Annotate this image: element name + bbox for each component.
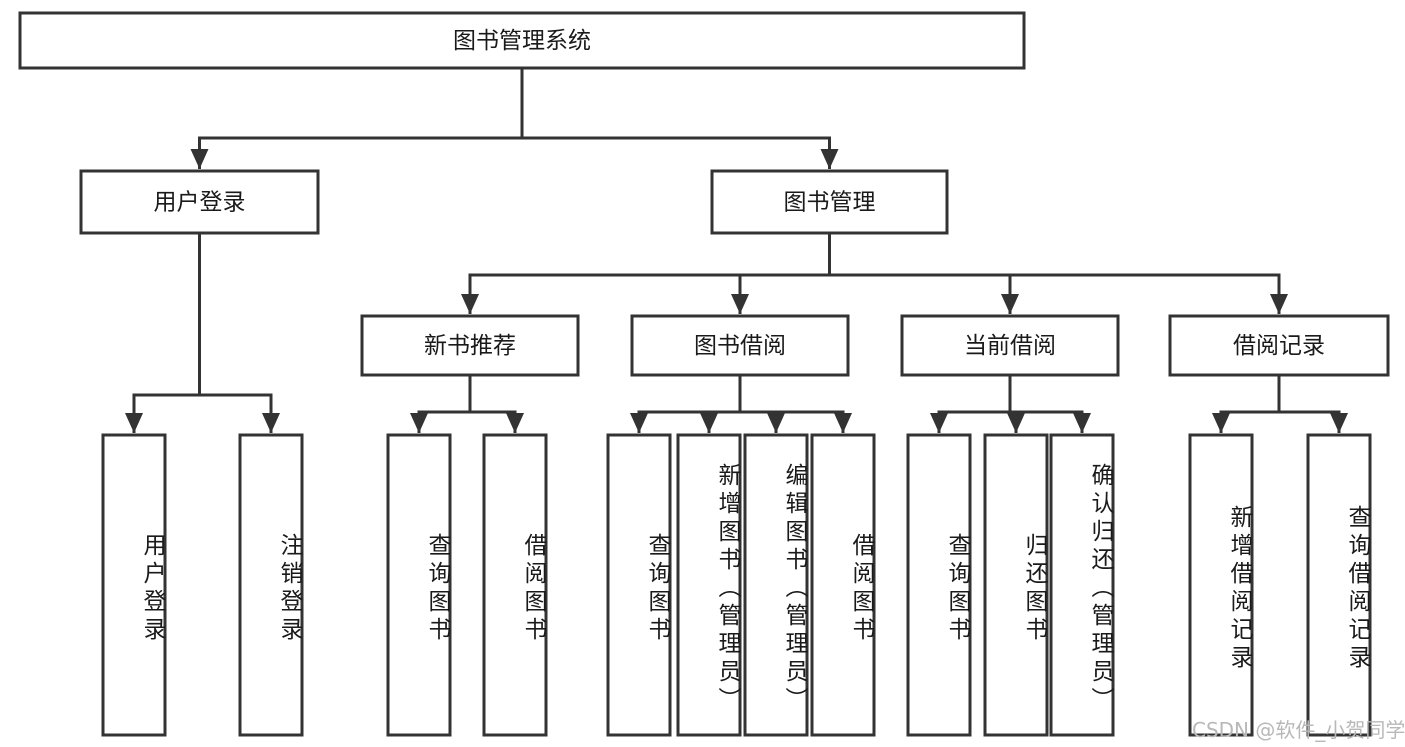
node-leaf-add-book[interactable] <box>676 433 742 737</box>
node-box-leaf-query-book-1 <box>386 433 452 737</box>
node-root[interactable] <box>18 11 1026 70</box>
node-leaf-confirm-return[interactable] <box>1049 433 1115 737</box>
node-label-user-login: 用户登录 <box>154 190 246 216</box>
arrow-head-icon <box>506 413 524 433</box>
boxes-layer <box>18 11 1390 737</box>
edge-current-borrow-to-leaf-query-book-3 <box>937 410 1010 433</box>
node-box-borrow-record <box>1168 314 1390 377</box>
edge-user-login-to-leaf-user-logout <box>199 393 273 433</box>
node-box-leaf-query-record <box>1306 433 1372 737</box>
edge-user-login-to-leaf-user-login <box>132 393 200 433</box>
arrow-head-icon <box>461 294 479 314</box>
watermark-text: CSDN @软件_小贺同学 <box>1192 718 1405 742</box>
node-leaf-query-book-1[interactable] <box>386 433 452 737</box>
node-box-new-book-rec <box>360 314 580 377</box>
node-label-book-manage: 图书管理 <box>784 190 876 216</box>
node-new-book-rec[interactable] <box>360 314 580 377</box>
node-box-leaf-confirm-return <box>1049 433 1115 737</box>
node-label-book-borrow: 图书借阅 <box>694 333 786 359</box>
node-book-manage[interactable] <box>710 169 949 235</box>
node-box-leaf-user-logout <box>238 433 304 737</box>
node-leaf-query-record[interactable] <box>1306 433 1372 737</box>
arrow-head-icon <box>262 413 280 433</box>
node-leaf-return-book[interactable] <box>983 433 1049 737</box>
node-leaf-user-login[interactable] <box>101 433 167 737</box>
arrow-head-icon <box>731 294 749 314</box>
edge-root-to-book-manage <box>522 136 831 169</box>
node-box-leaf-user-login <box>101 433 167 737</box>
edges-layer <box>125 68 1348 433</box>
edge-bookmanage-to-new-book-rec <box>468 273 830 314</box>
node-label-root: 图书管理系统 <box>453 28 591 54</box>
node-user-login[interactable] <box>79 169 320 235</box>
node-leaf-edit-book[interactable] <box>743 433 809 737</box>
arrow-head-icon <box>820 149 839 169</box>
node-box-current-borrow <box>900 314 1120 377</box>
arrow-head-icon <box>700 413 718 433</box>
node-box-leaf-add-record <box>1188 433 1254 737</box>
node-box-root <box>18 11 1026 70</box>
node-box-user-login <box>79 169 320 235</box>
arrow-head-icon <box>125 413 143 433</box>
arrow-head-icon <box>1270 294 1288 314</box>
node-label-new-book-rec: 新书推荐 <box>424 333 516 359</box>
arrow-head-icon <box>1001 294 1019 314</box>
arrow-head-icon <box>1330 413 1348 433</box>
node-box-book-borrow <box>630 314 850 377</box>
node-label-current-borrow: 当前借阅 <box>964 333 1056 359</box>
arrow-head-icon <box>1007 413 1025 433</box>
node-current-borrow[interactable] <box>900 314 1120 377</box>
arrow-head-icon <box>410 413 428 433</box>
node-book-borrow[interactable] <box>630 314 850 377</box>
node-box-book-manage <box>710 169 949 235</box>
edge-book-borrow-to-leaf-borrow-book-2 <box>740 410 845 433</box>
node-leaf-borrow-book-1[interactable] <box>482 433 548 737</box>
arrow-head-icon <box>930 413 948 433</box>
node-box-leaf-query-book-2 <box>606 433 672 737</box>
node-leaf-query-book-2[interactable] <box>606 433 672 737</box>
node-label-borrow-record: 借阅记录 <box>1233 333 1325 359</box>
node-box-leaf-return-book <box>983 433 1049 737</box>
arrow-head-icon <box>190 149 209 169</box>
node-leaf-add-record[interactable] <box>1188 433 1254 737</box>
edge-book-borrow-to-leaf-query-book-2 <box>637 410 740 433</box>
edge-bookmanage-to-current-borrow <box>829 273 1012 314</box>
node-box-leaf-edit-book <box>743 433 809 737</box>
node-leaf-borrow-book-2[interactable] <box>810 433 876 737</box>
node-box-leaf-add-book <box>676 433 742 737</box>
edge-root-to-user-login <box>198 136 522 169</box>
node-leaf-user-logout[interactable] <box>238 433 304 737</box>
edge-borrow-record-to-leaf-add-record <box>1219 410 1279 433</box>
arrow-head-icon <box>1073 413 1091 433</box>
arrow-head-icon <box>630 413 648 433</box>
edge-borrow-record-to-leaf-query-record <box>1279 410 1341 433</box>
arrow-head-icon <box>1212 413 1230 433</box>
edge-bookmanage-to-book-borrow <box>738 273 830 314</box>
node-box-leaf-query-book-3 <box>906 433 972 737</box>
arrow-head-icon <box>767 413 785 433</box>
edge-bookmanage-to-borrow-record <box>829 273 1281 314</box>
node-box-leaf-borrow-book-2 <box>810 433 876 737</box>
node-leaf-query-book-3[interactable] <box>906 433 972 737</box>
arrow-head-icon <box>834 413 852 433</box>
node-borrow-record[interactable] <box>1168 314 1390 377</box>
node-box-leaf-borrow-book-1 <box>482 433 548 737</box>
